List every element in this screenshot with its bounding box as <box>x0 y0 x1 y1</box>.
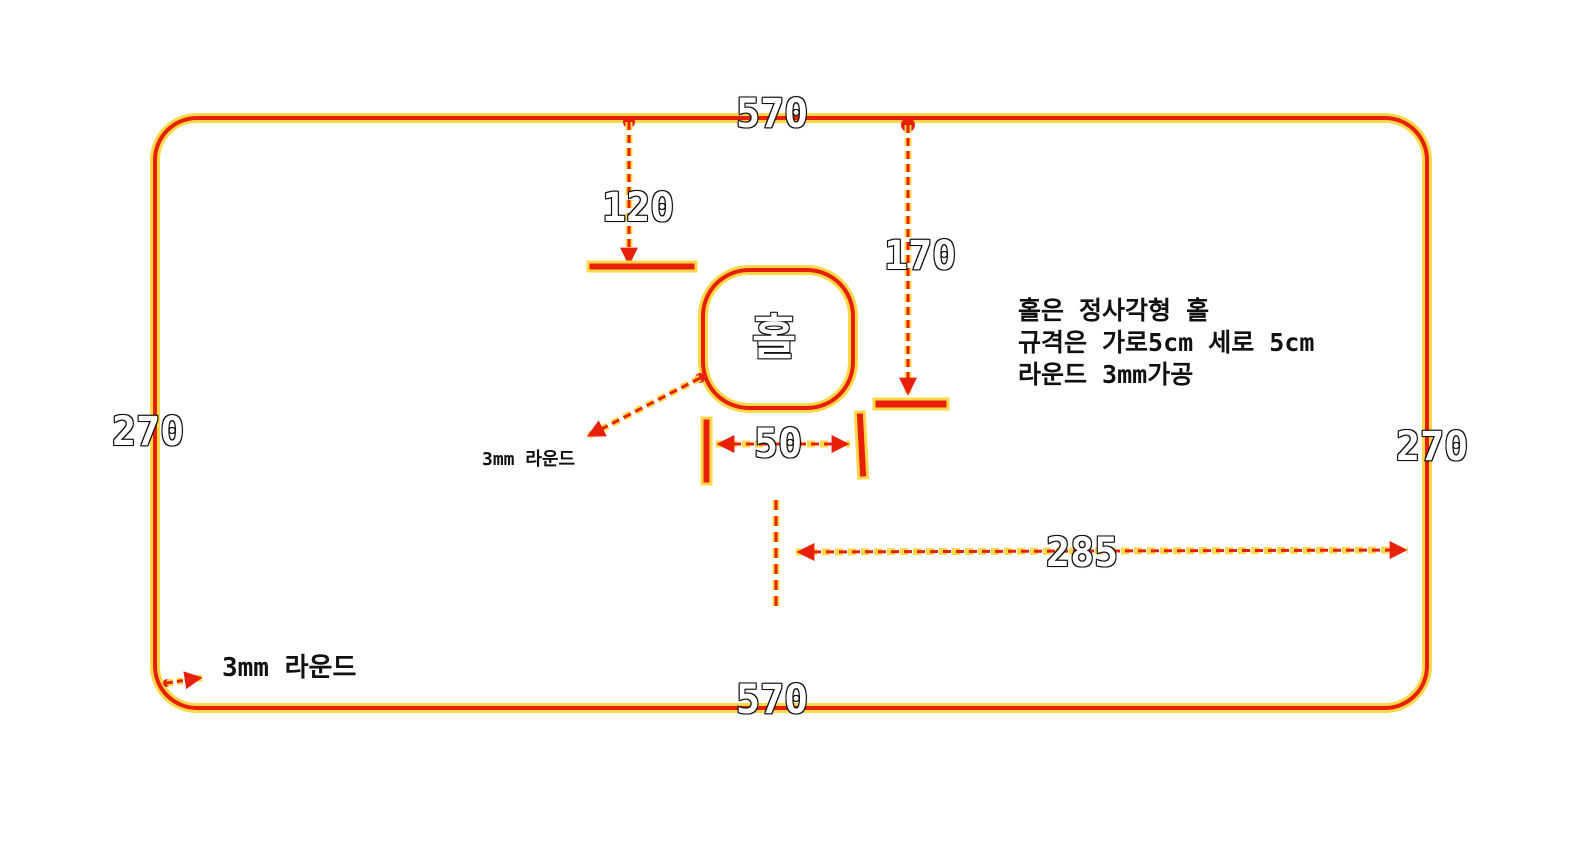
corner-round-leader <box>166 671 203 690</box>
dim-width-bottom-label: 570 <box>735 677 809 723</box>
dim-120-stop-bar <box>586 260 698 273</box>
dim-height-left-label: 270 <box>111 409 185 455</box>
corner-round-note: 3mm 라운드 <box>222 653 357 683</box>
panel-outline <box>153 116 1429 710</box>
hole-round-note: 3mm 라운드 <box>482 449 576 470</box>
dim-width-top-label: 570 <box>735 91 809 137</box>
spec-line-3: 라운드 3mm가공 <box>1018 360 1194 389</box>
dim-170-label: 170 <box>883 233 957 279</box>
dim-height-right-label: 270 <box>1395 424 1469 470</box>
hole-outline <box>701 268 855 410</box>
hole-round-leader <box>586 376 701 437</box>
dim-120-label: 120 <box>601 185 675 231</box>
dim-285-label: 285 <box>1045 530 1119 576</box>
spec-line-1: 홀은 정사각형 홀 <box>1018 296 1210 325</box>
dim-50-left-bar <box>700 416 713 486</box>
dim-50-right-bar <box>853 410 870 480</box>
hole-label: 홀 <box>751 310 797 366</box>
dim-285-line <box>796 541 1408 561</box>
dim-50-label: 50 <box>753 421 803 467</box>
dim-170-stop-bar <box>872 397 950 411</box>
spec-line-2: 규격은 가로5cm 세로 5cm <box>1018 328 1315 357</box>
